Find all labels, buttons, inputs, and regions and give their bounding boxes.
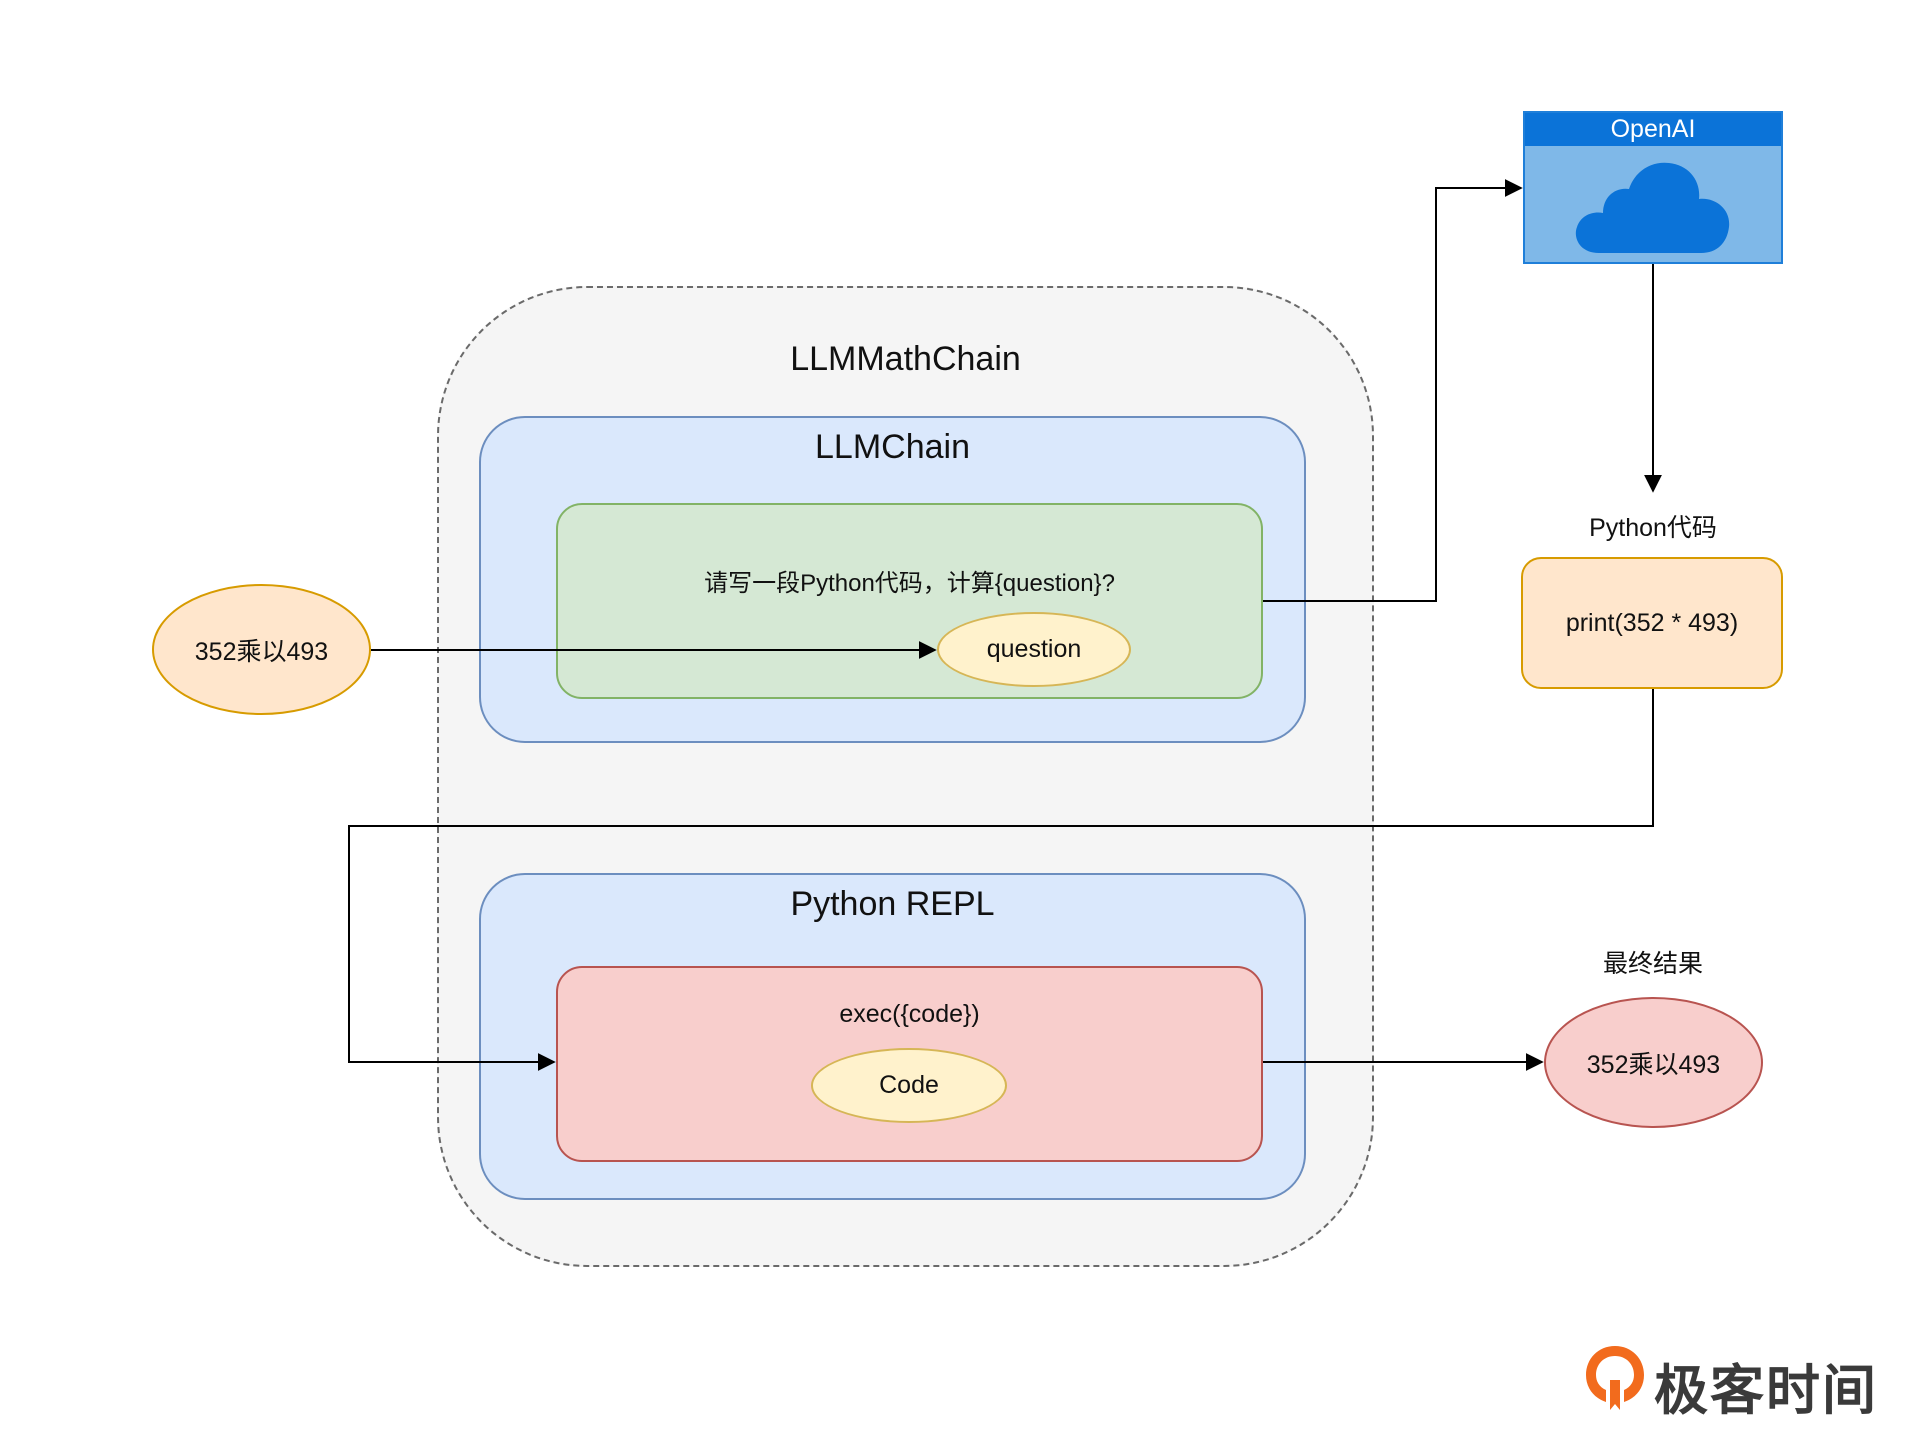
exec-text: exec({code}) [839, 1000, 980, 1028]
code-variable-ellipse: Code [811, 1048, 1007, 1123]
llmmathchain-title: LLMMathChain [790, 340, 1021, 378]
geektime-logo-icon [1586, 1346, 1644, 1410]
geektime-logo: 极客时间 [1584, 1340, 1876, 1421]
python-code-box: print(352 * 493) [1521, 557, 1783, 689]
code-to-repl-arrow [348, 689, 1654, 1071]
final-result-ellipse: 352乘以493 [1544, 997, 1763, 1128]
openai-panel: OpenAI [1523, 111, 1783, 264]
final-result-label: 最终结果 [1602, 950, 1703, 978]
geektime-logo-text: 极客时间 [1654, 1361, 1878, 1421]
python-repl-title: Python REPL [790, 885, 995, 923]
input-question-ellipse: 352乘以493 [152, 584, 371, 715]
python-code-label: Python代码 [1589, 514, 1717, 542]
prompt-template-text: 请写一段Python代码，计算{question}? [704, 570, 1115, 597]
prompt-to-openai-arrow [1263, 179, 1523, 602]
question-variable-ellipse: question [937, 612, 1131, 687]
llmchain-title: LLMChain [815, 428, 970, 466]
cloud-icon [1575, 162, 1730, 253]
openai-title: OpenAI [1525, 113, 1781, 146]
prompt-template-box [556, 503, 1263, 699]
